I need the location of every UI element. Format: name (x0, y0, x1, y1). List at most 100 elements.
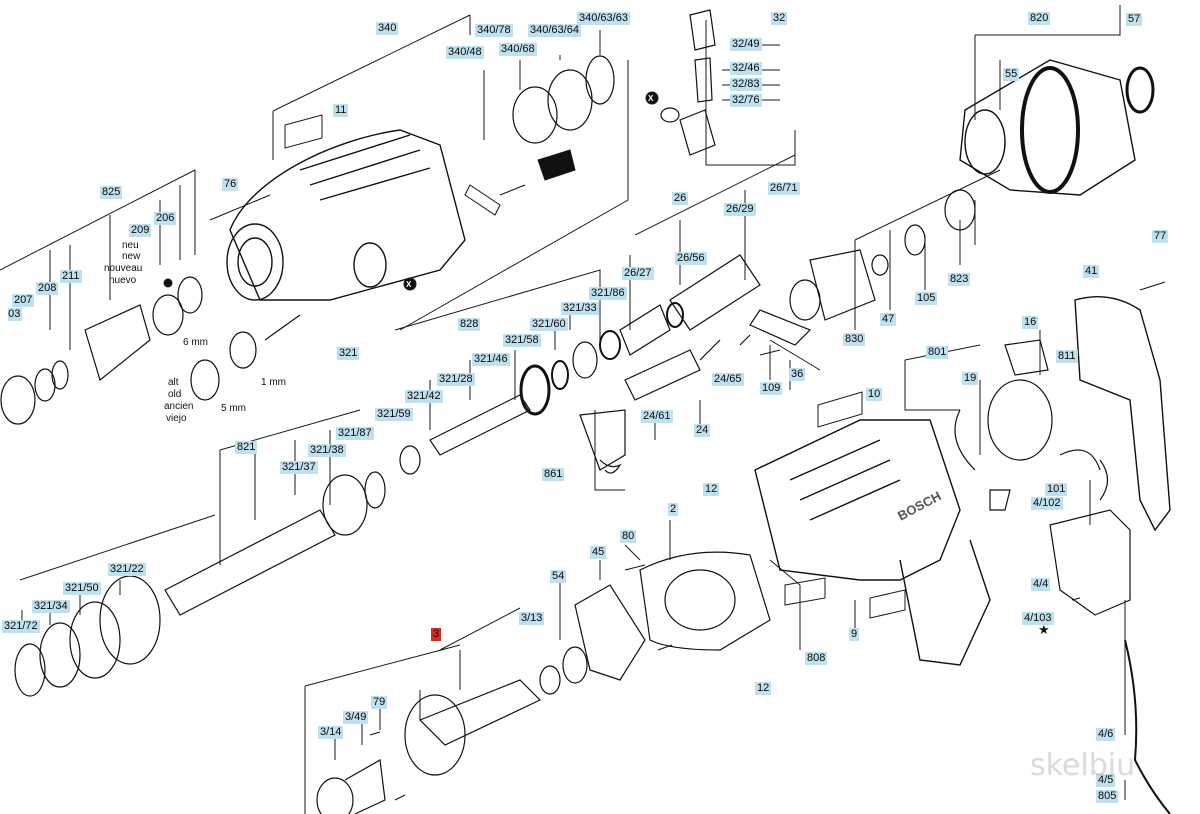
callout-321-34: 321/34 (32, 600, 70, 613)
leader-lines-808 (769, 559, 856, 650)
callout-57: 57 (1126, 13, 1143, 26)
callout-321-38: 321/38 (308, 444, 346, 457)
rings-340 (512, 55, 615, 144)
note-5mm: 5 mm (221, 403, 246, 414)
callout-12-top: 12 (703, 483, 720, 496)
note-ancien: ancien (164, 401, 194, 412)
callout-76: 76 (222, 178, 239, 191)
callout-41: 41 (1083, 265, 1100, 278)
callout-3-14: 3/14 (318, 726, 344, 739)
callout-340-48: 340/48 (446, 46, 484, 59)
watermark: skelbiu (1030, 748, 1136, 783)
note-viejo: viejo (166, 413, 187, 424)
callout-340-68: 340/68 (499, 43, 537, 56)
callout-26-56: 26/56 (675, 252, 707, 265)
callout-101: 101 (1045, 483, 1068, 496)
callout-12-bottom: 12 (755, 682, 772, 695)
callout-2: 2 (668, 503, 679, 516)
callout-211: 211 (60, 270, 82, 283)
callout-32-76: 32/76 (730, 94, 762, 107)
callout-823: 823 (948, 273, 971, 286)
note-nouveau: nouveau (104, 263, 143, 274)
placeholder-boxes (284, 114, 906, 619)
callout-801: 801 (926, 346, 949, 359)
leader-lines-switch (1039, 330, 1126, 800)
callout-19: 19 (962, 372, 979, 385)
callout-79: 79 (371, 696, 388, 709)
callout-828: 828 (458, 318, 481, 331)
callout-821: 821 (235, 441, 258, 454)
x-marker-housing: X (406, 280, 412, 289)
callout-4-103: 4/103 (1022, 612, 1054, 625)
callout-805: 805 (1096, 790, 1119, 803)
switch-and-cable (1049, 449, 1171, 814)
callout-340: 340 (376, 22, 399, 35)
callout-340-63-63: 340/63/63 (577, 12, 630, 25)
leader-lines-830 (854, 169, 1001, 330)
handle-41 (1074, 295, 1171, 532)
callout-9: 9 (849, 628, 860, 641)
hammer-housing-front (226, 129, 466, 301)
callout-3-13: 3/13 (519, 612, 545, 625)
callout-4-6: 4/6 (1096, 728, 1116, 741)
callout-26-71: 26/71 (768, 182, 800, 195)
callout-321-28: 321/28 (437, 373, 475, 386)
callout-340-63-64: 340/63/64 (528, 24, 581, 37)
note-old: old (168, 389, 182, 400)
callout-16: 16 (1022, 316, 1039, 329)
note-6mm: 6 mm (183, 337, 208, 348)
callout-830: 830 (843, 333, 866, 346)
callout-321-50: 321/50 (63, 582, 101, 595)
callout-321-72: 321/72 (2, 620, 40, 633)
star-marker: ★ (1038, 622, 1050, 637)
armature-3 (316, 646, 588, 814)
callout-208: 208 (36, 282, 59, 295)
small-fasteners (209, 184, 1166, 801)
spindle-821 (14, 471, 386, 697)
callout-321-42: 321/42 (405, 390, 443, 403)
leader-lines-stator (559, 520, 671, 640)
callout-207: 207 (12, 294, 35, 307)
callout-825: 825 (100, 186, 123, 199)
callout-811: 811 (1056, 350, 1078, 363)
gearbox-parts (579, 189, 976, 474)
callout-209: 209 (129, 224, 152, 237)
callout-808: 808 (805, 652, 828, 665)
callout-77: 77 (1152, 230, 1169, 243)
callout-26-29: 26/29 (724, 203, 756, 216)
callout-321-86: 321/86 (589, 287, 627, 300)
callout-340-78: 340/78 (475, 24, 513, 37)
tool-holder-parts (0, 276, 301, 425)
leader-lines-340-sub (483, 30, 601, 140)
piston-828 (399, 254, 761, 475)
stator-2 (574, 551, 771, 681)
leader-lines-801 (904, 344, 981, 455)
note-1mm: 1 mm (261, 377, 286, 388)
field-and-brush-parts (954, 339, 1053, 511)
callout-321-59: 321/59 (375, 408, 413, 421)
callout-203: 203 (2, 308, 23, 321)
callout-321-87: 321/87 (336, 427, 374, 440)
callout-321-60: 321/60 (530, 318, 568, 331)
callout-26: 26 (672, 192, 689, 205)
note-new: new (122, 251, 141, 262)
callout-55: 55 (1003, 68, 1020, 81)
callout-321-22: 321/22 (108, 563, 146, 576)
leader-lines-3 (304, 607, 521, 814)
callout-109: 109 (760, 382, 783, 395)
housing-bracket-line (399, 60, 629, 331)
service-symbol (537, 149, 576, 181)
callout-11: 11 (333, 104, 349, 117)
callout-4-102: 4/102 (1031, 497, 1063, 510)
callout-321: 321 (337, 347, 360, 360)
callout-36: 36 (789, 368, 806, 381)
leader-lines-340 (272, 14, 471, 160)
callout-321-46: 321/46 (472, 353, 510, 366)
callout-321-33: 321/33 (561, 302, 599, 315)
callout-3-highlighted: 3 (431, 628, 442, 641)
callout-105: 105 (915, 292, 938, 305)
callout-32-83: 32/83 (730, 78, 762, 91)
callout-24-65: 24/65 (712, 373, 744, 386)
